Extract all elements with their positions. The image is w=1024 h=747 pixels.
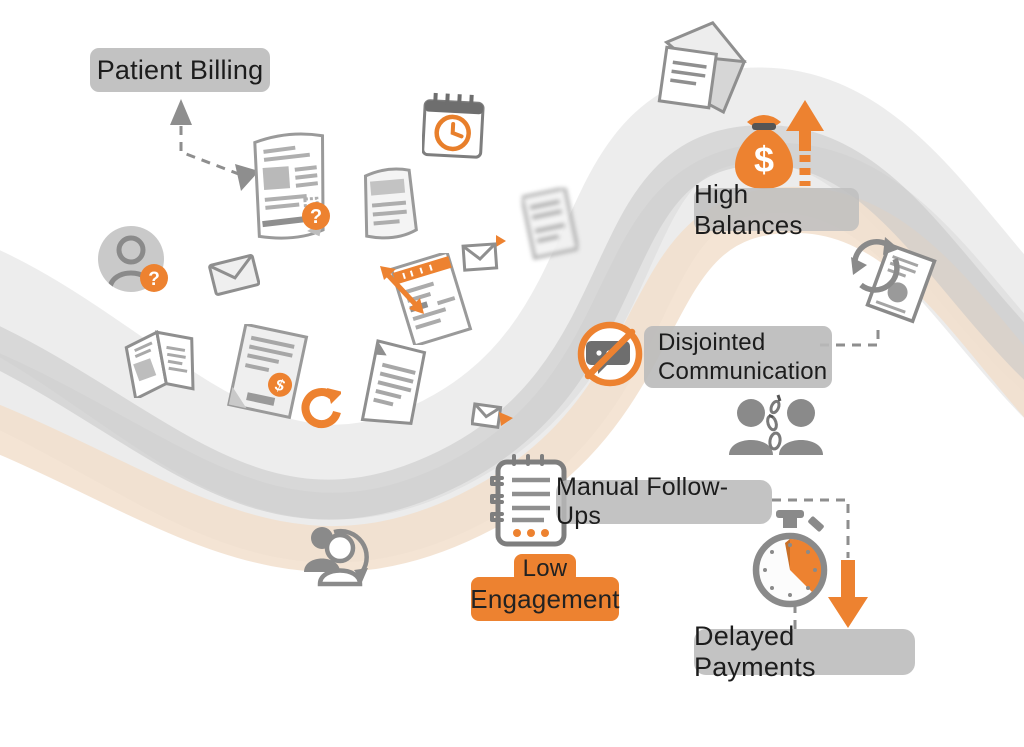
low-engagement-line1: Low (522, 555, 568, 582)
envelope-send-icon (461, 235, 506, 272)
node-disjointed-communication: Disjointed Communication (644, 326, 832, 388)
resize-arrow (380, 266, 424, 314)
manual-follow-ups-text: Manual Follow-Ups (556, 473, 729, 530)
connector-disjointed-sync (820, 326, 880, 347)
document-question-icon: ? (253, 132, 330, 240)
people-broken-link-icon (729, 394, 823, 455)
document-icon (360, 339, 427, 426)
avatar-question-icon: ? (98, 226, 168, 292)
node-manual-follow-ups: Manual Follow-Ups (556, 473, 772, 530)
dollar-glyph: $ (754, 139, 774, 180)
arrow-up-icon (786, 100, 824, 186)
refresh-icon (301, 388, 341, 429)
high-balances-text: High Balances (694, 178, 803, 240)
node-patient-billing: Patient Billing (90, 48, 270, 92)
connector-followups-delayed (772, 498, 850, 558)
envelope-icon (208, 254, 260, 296)
disjointed-line1: Disjointed (658, 329, 766, 356)
people-sync-icon (304, 527, 369, 587)
node-delayed-payments: Delayed Payments (694, 621, 915, 682)
wave-band-3 (0, 124, 1024, 520)
stopwatch-icon (752, 510, 828, 608)
node-low-engagement-bottom: Engagement (470, 577, 620, 621)
disjointed-line2: Communication (658, 358, 828, 385)
triangle-arrow-down-right (235, 164, 259, 191)
booklet-icon (124, 330, 195, 398)
low-engagement-line2: Engagement (470, 583, 620, 614)
invoice-dollar-icon: $ (227, 324, 309, 420)
node-high-balances: High Balances (694, 179, 859, 240)
question-badge: ? (148, 269, 160, 290)
sync-document-icon (851, 237, 937, 324)
question-badge: ? (310, 206, 322, 228)
envelope-forward-icon (471, 402, 513, 430)
document-curled-icon (363, 167, 418, 240)
notebook-icon (490, 454, 567, 547)
document-blurred-icon (522, 188, 578, 260)
patient-billing-text: Patient Billing (96, 54, 264, 85)
invoice-resize-icon (380, 253, 473, 345)
arrow-down-icon (828, 560, 868, 628)
envelope-letter-icon (657, 21, 747, 115)
delayed-payments-text: Delayed Payments (694, 621, 816, 682)
triangle-arrow-up (170, 99, 192, 125)
node-low-engagement-top: Low (514, 554, 576, 584)
no-chat-icon (577, 321, 643, 387)
money-bag-icon: $ (735, 115, 793, 189)
calendar-clock-icon (422, 92, 485, 159)
connector-patient-billing (179, 126, 245, 178)
